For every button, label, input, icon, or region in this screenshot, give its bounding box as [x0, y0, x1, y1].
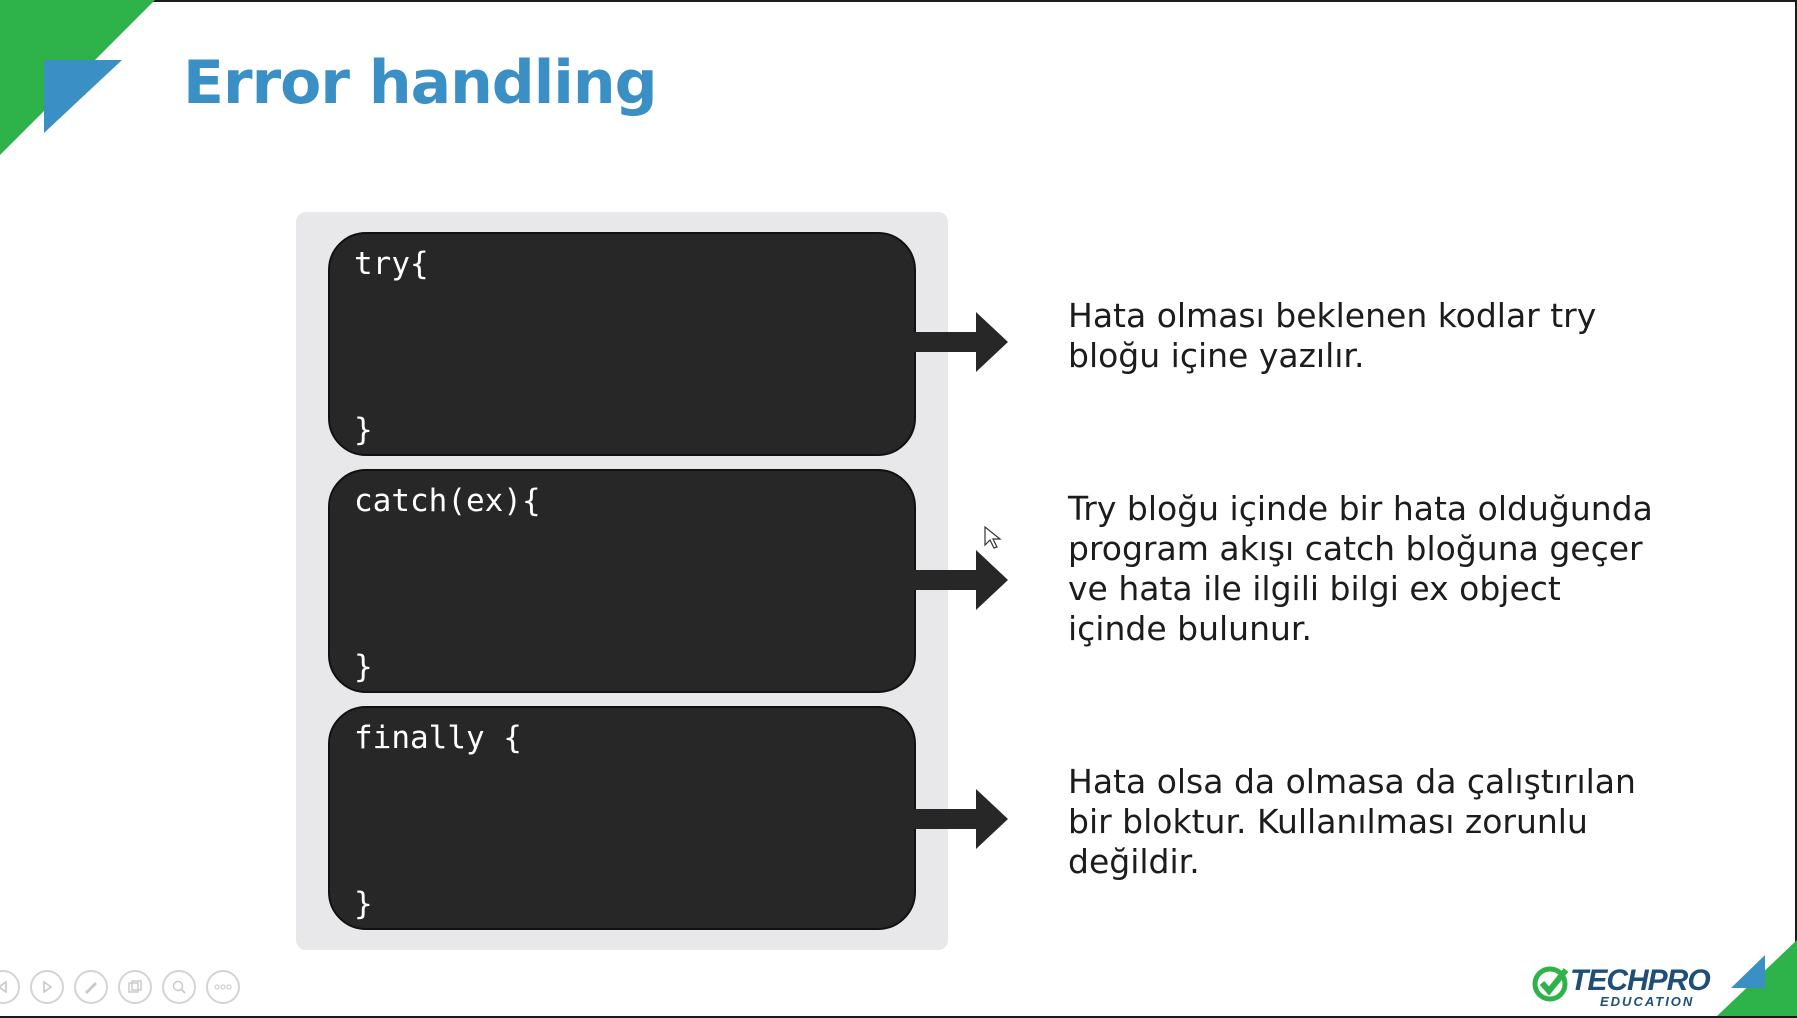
arrow-right-icon: [914, 550, 1008, 610]
catch-closing-brace: }: [354, 649, 373, 685]
logo-brand: TECHPRO: [1570, 964, 1711, 997]
finally-closing-brace: }: [354, 886, 373, 922]
slides-icon: [128, 980, 142, 993]
pen-icon: [85, 982, 97, 994]
catch-description: Try bloğu içinde bir hata olduğunda prog…: [1068, 489, 1653, 648]
corner-decoration-bottom-right: [1717, 940, 1797, 1016]
presentation-controls: [0, 970, 240, 1010]
pen-tool-button[interactable]: [74, 970, 108, 1004]
ellipsis-icon: [214, 984, 232, 990]
slides-overview-button[interactable]: [118, 970, 152, 1004]
arrow-right-icon: [914, 312, 1008, 372]
chevron-right-icon: [43, 980, 53, 994]
corner-decoration-top-left: [0, 0, 155, 155]
try-keyword: try{: [354, 246, 429, 282]
arrow-right-icon: [914, 789, 1008, 849]
more-options-button[interactable]: [206, 970, 240, 1004]
try-description: Hata olması beklenen kodlar try bloğu iç…: [1068, 296, 1597, 375]
magnifier-icon: [172, 980, 186, 994]
finally-description: Hata olsa da olmasa da çalıştırılan bir …: [1068, 762, 1636, 881]
mouse-cursor-icon: [984, 526, 1002, 549]
try-closing-brace: }: [354, 412, 373, 448]
techpro-education-logo: TECHPRO EDUCATION: [1530, 960, 1730, 1010]
catch-keyword: catch(ex){: [354, 483, 541, 519]
checkmark-icon: [1532, 966, 1569, 1002]
previous-slide-button[interactable]: [0, 970, 20, 1004]
next-slide-button[interactable]: [30, 970, 64, 1004]
finally-keyword: finally {: [354, 720, 522, 756]
chevron-left-icon: [0, 980, 7, 994]
zoom-button[interactable]: [162, 970, 196, 1004]
finally-code-block: finally { }: [328, 706, 916, 930]
try-code-block: try{ }: [328, 232, 916, 456]
logo-subtitle: EDUCATION: [1600, 994, 1695, 1009]
slide-title: Error handling: [183, 48, 658, 118]
catch-code-block: catch(ex){ }: [328, 469, 916, 693]
